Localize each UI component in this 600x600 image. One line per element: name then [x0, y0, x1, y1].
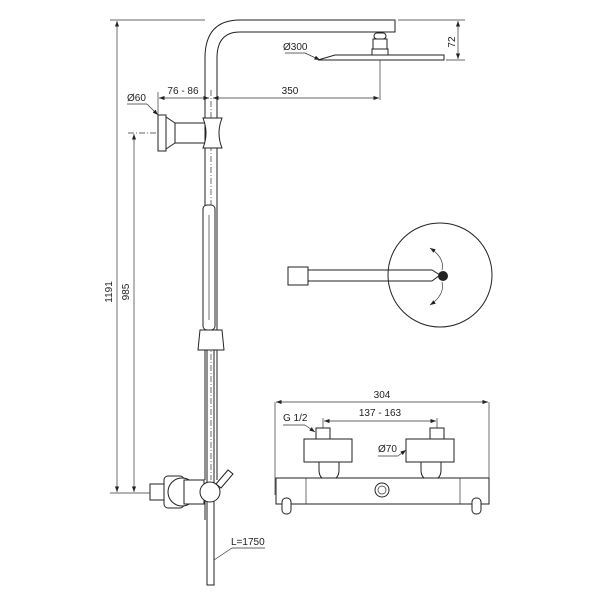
- label-cap-diameter: Ø70: [378, 444, 397, 455]
- mixer-front-view: 304 137 - 163 G 1/2 Ø70: [274, 390, 490, 515]
- mixer-side-view: [149, 469, 234, 520]
- label-hose-length: L=1750: [231, 537, 265, 548]
- label-304: 304: [374, 390, 391, 401]
- label-72: 72: [447, 36, 458, 48]
- hose: L=1750: [206, 350, 265, 586]
- label-350: 350: [282, 86, 299, 97]
- hand-shower: [197, 204, 225, 351]
- label-985: 985: [121, 283, 132, 300]
- label-thread: G 1/2: [283, 413, 308, 424]
- label-bracket-diameter: Ø60: [127, 93, 146, 104]
- label-head-diameter: Ø300: [283, 42, 308, 53]
- label-76-86: 76 - 86: [167, 86, 199, 97]
- dimension-bracket-height: 985: [121, 132, 205, 492]
- label-1191: 1191: [104, 281, 115, 303]
- label-inlet-spacing: 137 - 163: [359, 408, 402, 419]
- top-view: [287, 222, 493, 328]
- wall-bracket: [157, 114, 223, 152]
- dimension-72: 72: [398, 19, 465, 61]
- shower-head: [317, 32, 445, 100]
- dimension-total-height: 1191: [104, 19, 205, 494]
